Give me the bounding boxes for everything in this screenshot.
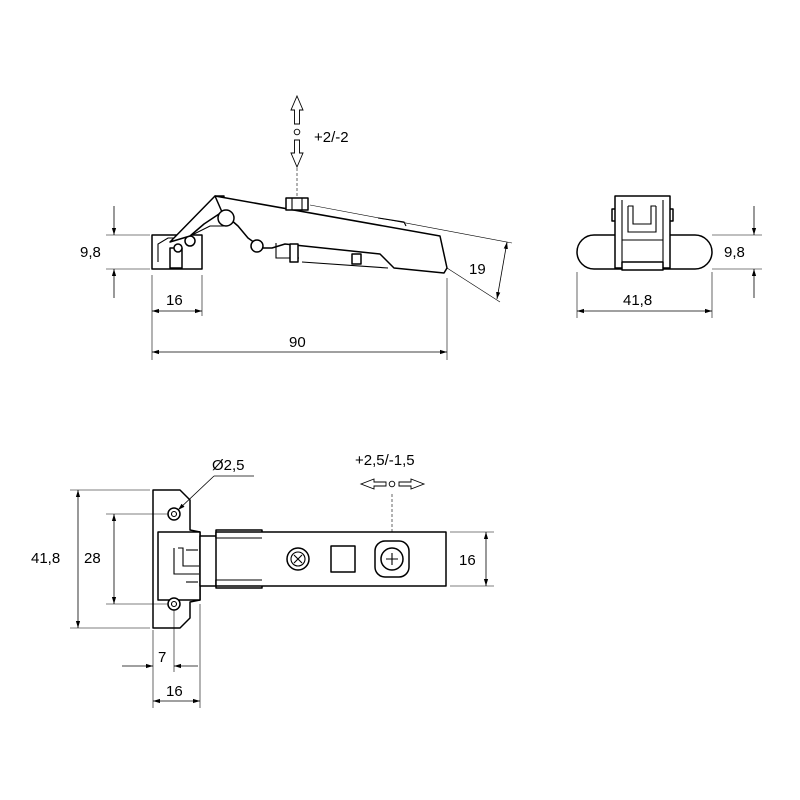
plate-width-label: 41,8 <box>623 292 652 309</box>
dimension-flange-width <box>70 489 150 629</box>
dimension-hole-spacing <box>106 513 168 605</box>
cup-flange-top <box>152 489 201 629</box>
drill-diameter-label: Ø2,5 <box>212 457 245 474</box>
overall-length-label: 90 <box>289 334 306 351</box>
side-adjust-label: +2,5/-1,5 <box>355 452 415 469</box>
cup-width-top-label: 16 <box>166 683 183 700</box>
dimension-overall-length <box>152 278 448 360</box>
dimension-plate-height <box>712 206 762 298</box>
cup-height-label: 9,8 <box>80 244 101 261</box>
end-view: 9,8 41,8 <box>576 195 762 318</box>
mounting-plate-end <box>576 195 713 271</box>
depth-adjust-label: +2/-2 <box>314 129 349 146</box>
top-view: +2,5/-1,5 Ø2,5 41,8 28 16 <box>31 452 494 708</box>
plate-height-label: 9,8 <box>724 244 745 261</box>
dimension-cup-width-top <box>153 604 201 708</box>
square-slot <box>330 545 356 573</box>
depth-adjust-arrow-icon <box>290 94 304 198</box>
arm-height-label: 19 <box>469 261 486 278</box>
dimension-hole-offset <box>122 610 198 708</box>
dimension-arm-width <box>450 531 494 587</box>
hole-spacing-label: 28 <box>84 550 101 567</box>
hinge-arm-side <box>214 195 448 274</box>
hole-offset-label: 7 <box>158 649 166 666</box>
dimension-cup-width <box>151 275 203 360</box>
side-view: +2/-2 9,8 16 90 19 <box>80 94 513 360</box>
hinge-arm-top <box>199 494 447 589</box>
side-adjust-arrow-icon <box>359 478 426 490</box>
screw-hole-lower <box>167 597 181 611</box>
cup-width-label: 16 <box>166 292 183 309</box>
dimension-cup-height <box>106 206 150 298</box>
flange-width-label: 41,8 <box>31 550 60 567</box>
dimension-plate-width <box>576 272 713 318</box>
drill-diameter-leader <box>177 475 254 511</box>
arm-width-label: 16 <box>459 552 476 569</box>
dimension-arm-height <box>309 204 513 303</box>
